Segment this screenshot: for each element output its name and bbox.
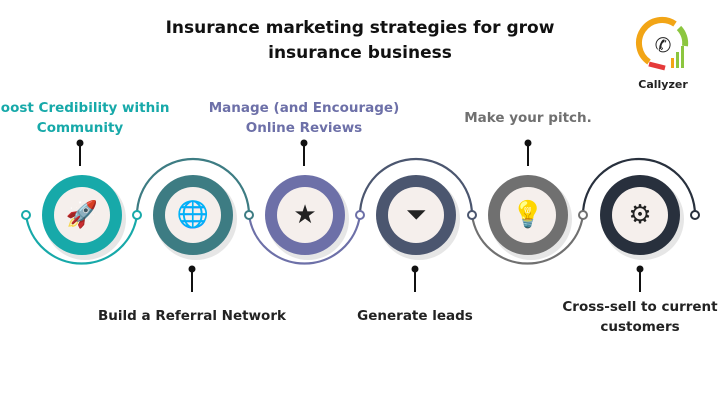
pin-dot [188, 265, 196, 273]
label-referral-network: Build a Referral Network [98, 308, 286, 324]
pin-dot [524, 139, 532, 147]
logo-name: Callyzer [638, 78, 688, 91]
connector-node [467, 210, 477, 220]
step-inner-circle [612, 187, 668, 243]
label-make-pitch: Make your pitch. [464, 110, 592, 126]
pin-dot [76, 139, 84, 147]
callyzer-logo-icon: ✆ [635, 17, 689, 71]
label-boost-credibility: Boost Credibility within Community [0, 100, 170, 136]
connector-arc [247, 214, 362, 265]
label-generate-leads: Generate leads [357, 308, 473, 324]
step-inner-circle [165, 187, 221, 243]
step-inner-circle [54, 187, 110, 243]
connector-arc [470, 214, 585, 265]
funnel-icon: ⏷ [405, 199, 427, 230]
pin-dot [411, 265, 419, 273]
network-globe-icon: 🌐 [176, 200, 210, 230]
pin-dot [636, 265, 644, 273]
callyzer-logo: ✆ Callyzer [628, 16, 698, 91]
label-online-reviews: Manage (and Encourage) Online Reviews [208, 100, 400, 136]
connector-node [21, 210, 31, 220]
step-inner-circle [500, 187, 556, 243]
connector-arc [24, 214, 139, 265]
connector-node [578, 210, 588, 220]
connector-node [132, 210, 142, 220]
step-inner-circle [388, 187, 444, 243]
reviews-icon: ★ [293, 200, 317, 230]
connector-node [355, 210, 365, 220]
connector-arc [581, 157, 697, 216]
label-cross-sell: Cross-sell to current customers [562, 299, 718, 335]
rocket-icon: 🚀 [65, 200, 99, 230]
connector-node [690, 210, 700, 220]
page-title: Insurance marketing strategies for grow … [165, 18, 555, 63]
pin-dot [300, 139, 308, 147]
svg-text:✆: ✆ [655, 33, 672, 57]
step-inner-circle [277, 187, 333, 243]
connector-node [244, 210, 254, 220]
connector-arc [358, 157, 474, 216]
cross-sell-icon: ⚙ [628, 200, 652, 230]
connector-arc [135, 157, 251, 216]
presentation-icon: 💡 [511, 200, 545, 230]
